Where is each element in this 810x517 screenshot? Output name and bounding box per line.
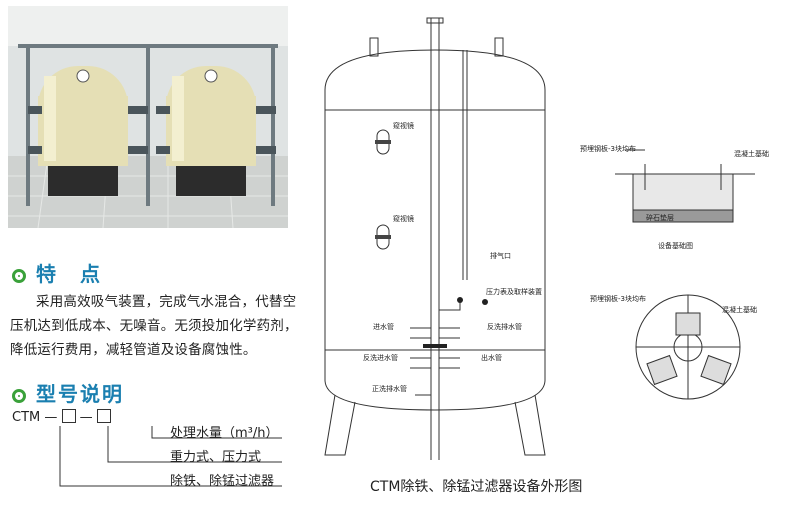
model-leader-lines: [59, 426, 282, 487]
model-heading: 型号说明: [12, 378, 124, 407]
foundation-title: 设备基础图: [658, 242, 693, 250]
embedded-plate-label-2: 预埋钢板-3块均布: [590, 295, 646, 303]
outlet-pipe-label: 出水管: [481, 354, 502, 362]
concrete-base-label-2: 混凝土基础: [722, 306, 757, 314]
model-code-row: CTM — —: [12, 409, 111, 425]
model-title: 型号说明: [36, 382, 124, 406]
foundation-plan-drawing: [635, 294, 741, 400]
embedded-plate-label: 预埋钢板-3块均布: [580, 145, 636, 153]
model-type-label: 重力式、压力式: [170, 450, 262, 465]
sight-glass-label-2: 窥视镜: [393, 215, 414, 223]
features-title: 特 点: [36, 262, 102, 286]
model-dash-1: —: [44, 410, 58, 425]
gravel-layer-label: 碎石垫层: [646, 214, 674, 222]
model-dash-2: —: [79, 410, 93, 425]
model-code: CTM: [12, 410, 41, 425]
equipment-photo: [8, 6, 288, 228]
bullet-ring-icon: [12, 269, 26, 283]
forward-wash-label: 正洗排水管: [372, 385, 407, 393]
gauge-label: 压力表及取样装置: [486, 288, 542, 296]
sight-glass-label-1: 窥视镜: [393, 122, 414, 130]
bullet-ring-icon: [12, 389, 26, 403]
inlet-pipe-label: 进水管: [373, 323, 394, 331]
model-function-label: 除铁、除锰过滤器: [170, 474, 275, 489]
foundation-section-drawing: [615, 149, 755, 223]
backwash-inlet-label: 反洗进水管: [363, 354, 398, 362]
features-text: 采用高效吸气装置，完成气水混合，代替空压机达到低成本、无噪音。无须投加化学药剂，…: [10, 294, 298, 358]
drawing-caption: CTM除铁、除锰过滤器设备外形图: [370, 479, 583, 495]
vent-label: 排气口: [490, 252, 511, 260]
backwash-drain-label: 反洗排水管: [487, 323, 522, 331]
concrete-base-label: 混凝土基础: [734, 150, 769, 158]
tank-drawing: [324, 17, 546, 460]
model-box-2: [96, 409, 111, 423]
model-capacity-label: 处理水量（m³/h）: [170, 426, 279, 441]
features-heading: 特 点: [12, 258, 102, 287]
